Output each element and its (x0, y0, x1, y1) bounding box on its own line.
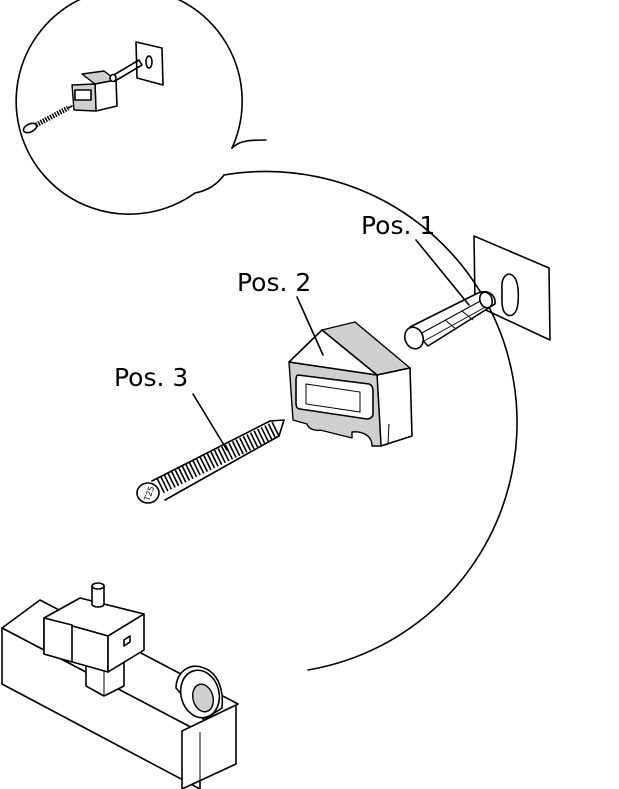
detail-view (194, 139, 518, 671)
inset-dowel (109, 59, 143, 83)
magnify-connector-outer (231, 139, 267, 149)
screw: T25 (136, 419, 285, 504)
detail-circle (223, 170, 518, 671)
wall-dowel (403, 290, 496, 350)
label-pos1: Pos. 1 (361, 211, 435, 240)
leader-pos1 (415, 239, 470, 306)
inset-screw (22, 105, 73, 134)
inset-circle (15, 0, 243, 215)
spacer-block (288, 321, 413, 447)
mixer-valve (1, 582, 239, 789)
inset-wall-plate (135, 41, 164, 86)
leader-pos2 (296, 296, 324, 356)
wall-plate (473, 235, 551, 341)
label-pos2: Pos. 2 (237, 268, 311, 297)
leader-pos3 (192, 393, 228, 451)
magnify-connector (194, 174, 225, 194)
label-pos3: Pos. 3 (114, 363, 188, 392)
overview-inset (15, 0, 243, 215)
inset-spacer-block (71, 70, 118, 112)
